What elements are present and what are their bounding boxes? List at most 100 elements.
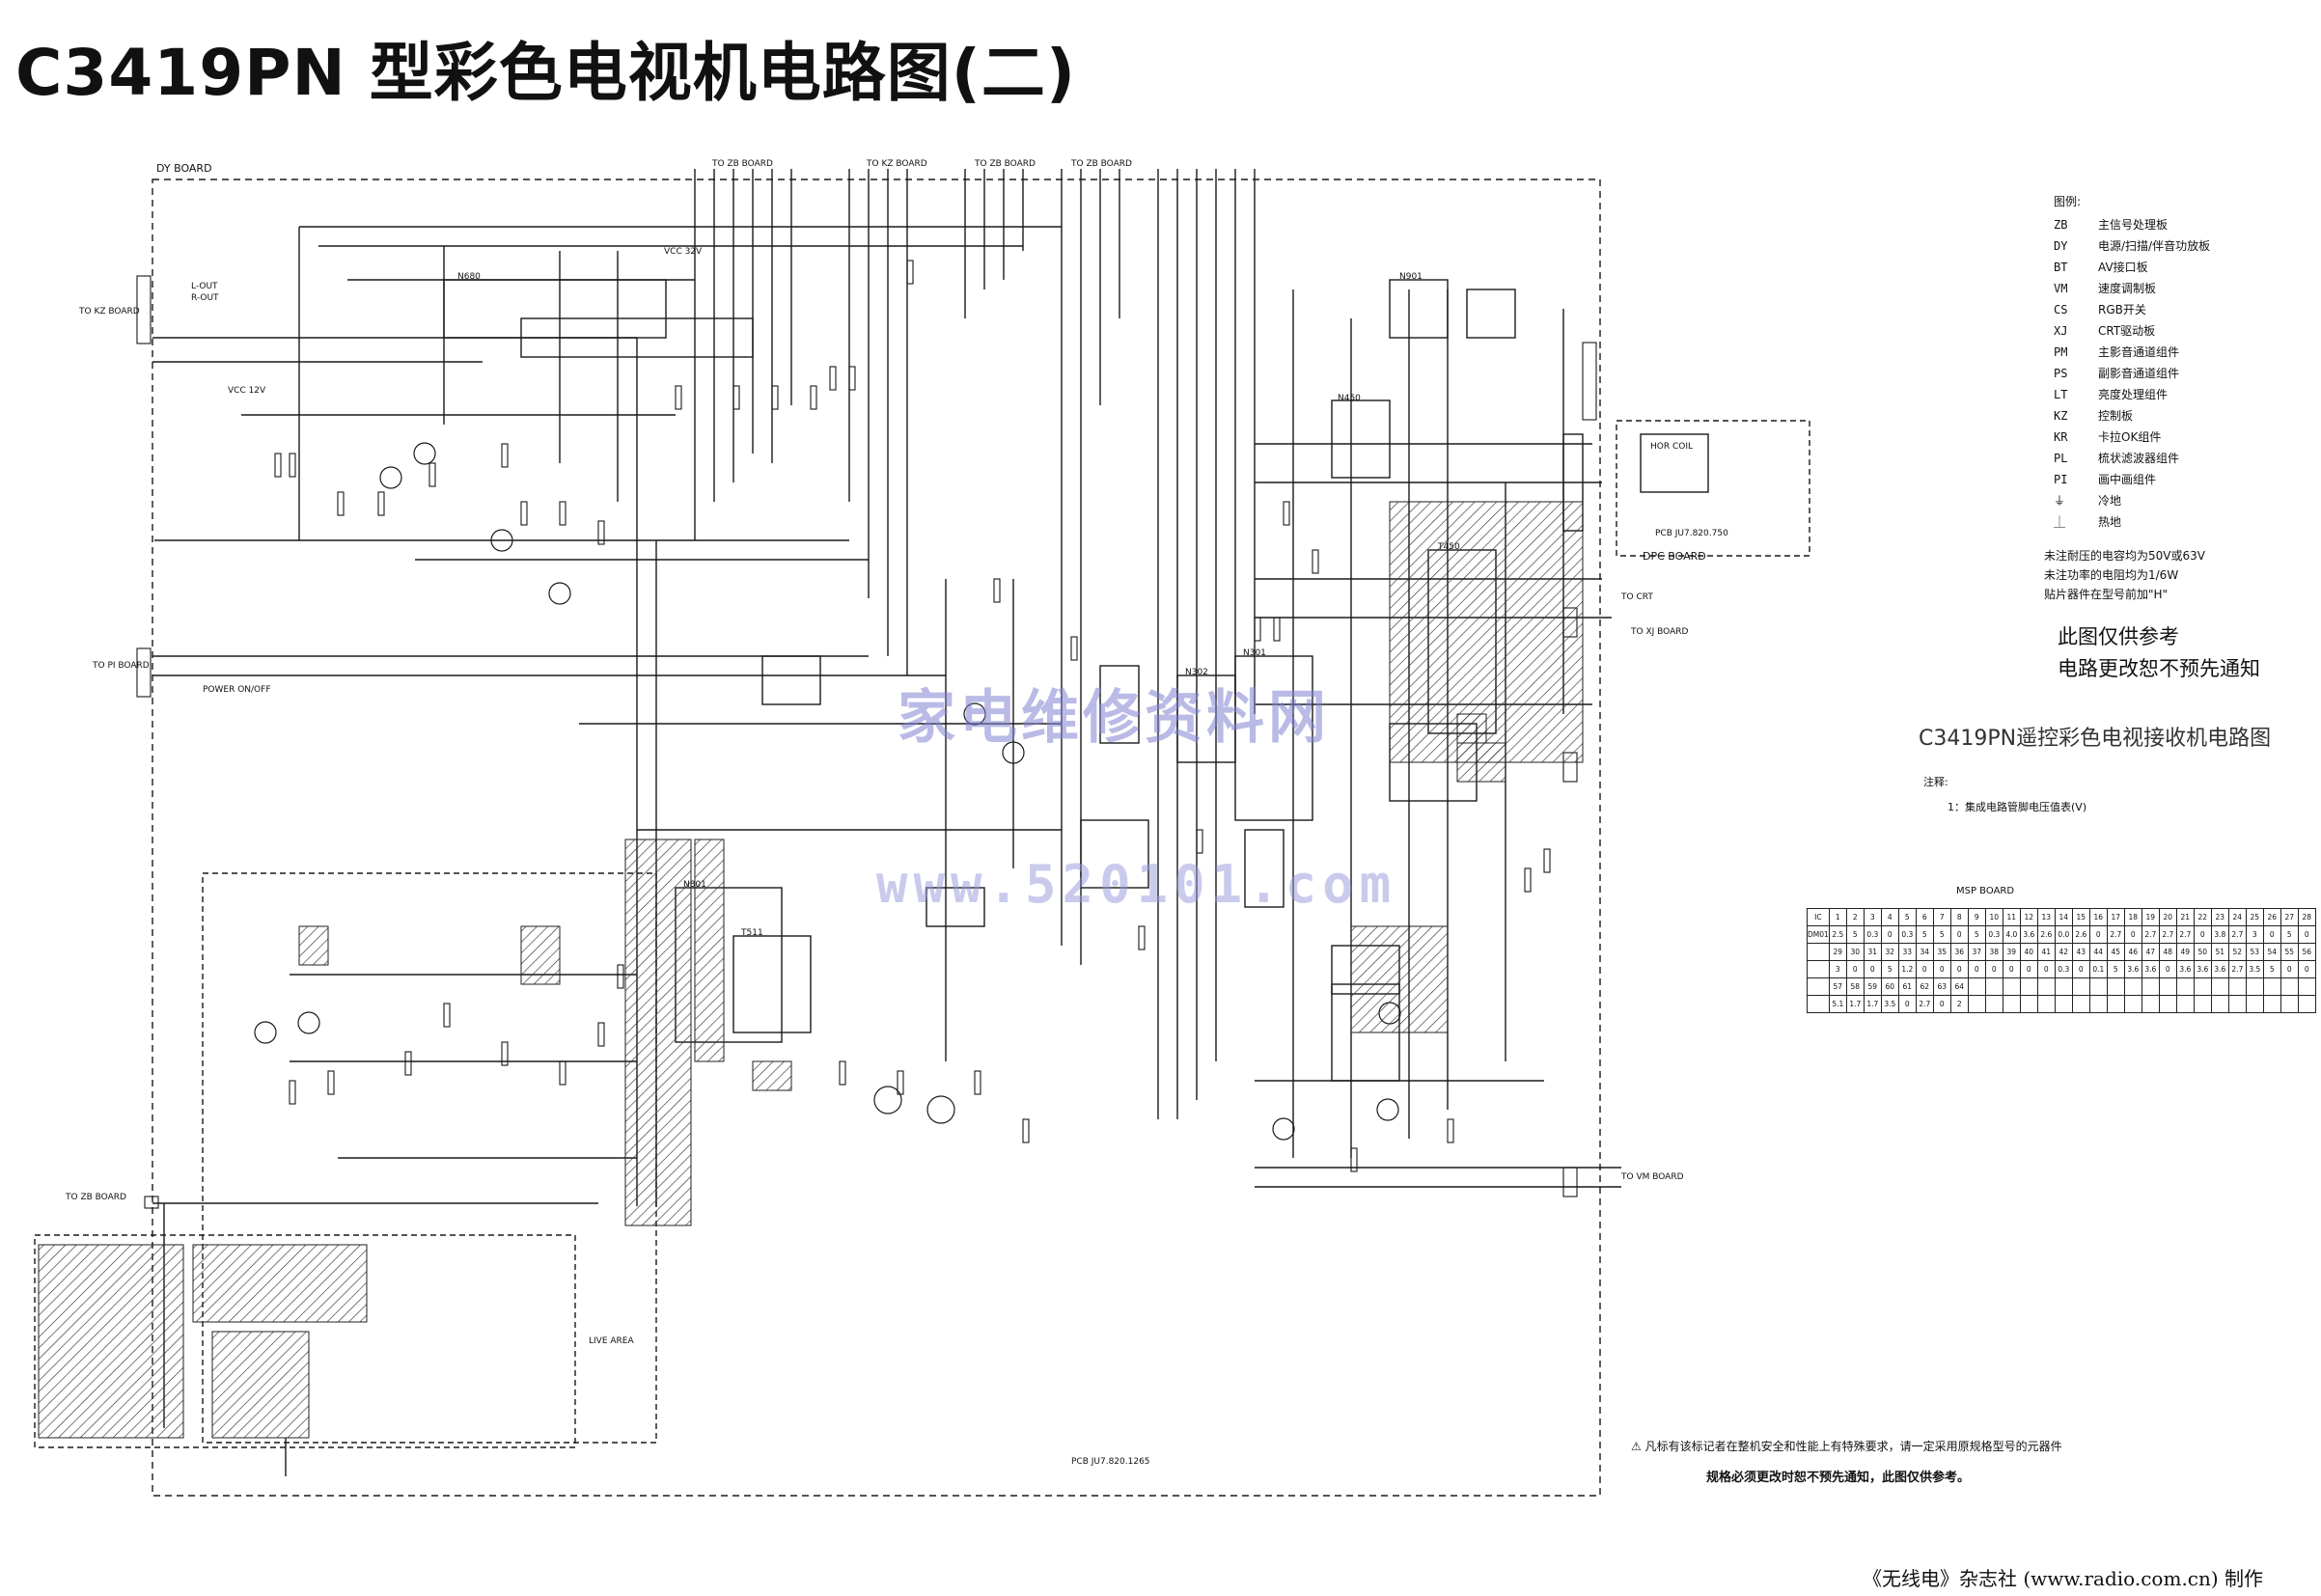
conn-to-pi: TO PI BOARD xyxy=(93,661,150,671)
voltage-table-cell xyxy=(2088,977,2108,996)
voltage-table-cell: 8 xyxy=(1949,908,1969,926)
conn-l-out: L-OUT xyxy=(191,282,218,291)
voltage-table-cell: 0 xyxy=(2088,925,2108,944)
conn-to-vm: TO VM BOARD xyxy=(1621,1172,1684,1182)
voltage-table-cell xyxy=(2019,977,2038,996)
voltage-table-cell: 56 xyxy=(2297,943,2316,961)
voltage-table-cell: 11 xyxy=(2002,908,2021,926)
voltage-table-cell: 0 xyxy=(1949,925,1969,944)
voltage-table-cell: 1.2 xyxy=(1897,960,1917,978)
legend-code: CS xyxy=(2054,303,2068,316)
legend-code: ZB xyxy=(2054,218,2068,232)
ref-ic-regulator: N901 xyxy=(1399,272,1423,282)
voltage-table-cell: 3.6 xyxy=(2141,960,2160,978)
voltage-table-cell: 40 xyxy=(2019,943,2038,961)
voltage-table-cell: 39 xyxy=(2002,943,2021,961)
voltage-table-cell: DM01 xyxy=(1807,925,1830,944)
voltage-table-cell: 0 xyxy=(1967,960,1986,978)
voltage-table-cell: 7 xyxy=(1932,908,1951,926)
voltage-table-cell: 10 xyxy=(1984,908,2003,926)
legend-item: ⏚冷地 xyxy=(2054,490,2210,511)
voltage-table-cell xyxy=(2141,977,2160,996)
voltage-table-cell: 0 xyxy=(2297,960,2316,978)
voltage-table-cell: 60 xyxy=(1880,977,1899,996)
voltage-table-cell: 3.6 xyxy=(2175,960,2195,978)
voltage-table-cell: 0 xyxy=(1863,960,1882,978)
hatched-area-3 xyxy=(38,1244,184,1439)
voltage-table-cell xyxy=(2297,995,2316,1013)
conn-to-zb-bottom: TO ZB BOARD xyxy=(66,1193,126,1202)
voltage-table-cell xyxy=(2106,977,2125,996)
voltage-table-cell: 0 xyxy=(2019,960,2038,978)
voltage-table-cell: 20 xyxy=(2158,908,2177,926)
voltage-table-cell: 0 xyxy=(2002,960,2021,978)
legend-code: PL xyxy=(2054,452,2068,465)
voltage-table-cell: 53 xyxy=(2245,943,2264,961)
disclaimer: 此图仅供参考 电路更改恕不预先通知 xyxy=(2058,621,2260,685)
voltage-table-cell: 5 xyxy=(1845,925,1865,944)
voltage-table-cell: 25 xyxy=(2245,908,2264,926)
voltage-table-cell: 45 xyxy=(2106,943,2125,961)
legend-code: PS xyxy=(2054,367,2068,380)
legend-code: VM xyxy=(2054,282,2068,295)
voltage-table-cell: 3.6 xyxy=(2019,925,2038,944)
legend-code: KZ xyxy=(2054,409,2068,423)
voltage-table-cell: 22 xyxy=(2193,908,2212,926)
voltage-table-cell xyxy=(2280,995,2299,1013)
voltage-table-cell: 0 xyxy=(1984,960,2003,978)
legend-desc: 画中画组件 xyxy=(2098,473,2157,486)
voltage-table-cell: 23 xyxy=(2210,908,2229,926)
voltage-table-cell: 38 xyxy=(1984,943,2003,961)
voltage-table-cell: 3.8 xyxy=(2210,925,2229,944)
voltage-table-cell: 12 xyxy=(2019,908,2038,926)
voltage-table-cell xyxy=(2071,977,2090,996)
legend-desc: 梳状滤波器组件 xyxy=(2098,452,2180,465)
voltage-table-cell: 13 xyxy=(2036,908,2056,926)
voltage-table-cell: 51 xyxy=(2210,943,2229,961)
voltage-table-cell: 2 xyxy=(1845,908,1865,926)
voltage-table-cell xyxy=(2175,977,2195,996)
dy-board-outline xyxy=(152,179,1601,1497)
legend-note-1: 未注耐压的电容均为50V或63V xyxy=(2044,549,2205,563)
voltage-table-cell xyxy=(2245,977,2264,996)
watermark-url: www.520101.com xyxy=(876,854,1397,915)
voltage-table-cell: 0 xyxy=(1932,995,1951,1013)
voltage-table-cell: 0.0 xyxy=(2054,925,2073,944)
voltage-table-cell: 4 xyxy=(1880,908,1899,926)
voltage-table-cell: 1 xyxy=(1828,908,1847,926)
ref-t-fbt: T450 xyxy=(1438,542,1460,552)
voltage-table-cell: 55 xyxy=(2280,943,2299,961)
legend-desc: RGB开关 xyxy=(2098,303,2146,316)
voltage-table-cell: 0 xyxy=(2297,925,2316,944)
publisher-credit: 《无线电》杂志社 (www.radio.com.cn) 制作 xyxy=(1863,1567,2264,1590)
voltage-table-cell xyxy=(2054,977,2073,996)
dpc-board-label: DPC BOARD xyxy=(1643,550,1706,563)
voltage-table-cell: 35 xyxy=(1932,943,1951,961)
ref-ic-ctrl: N302 xyxy=(1185,668,1208,677)
voltage-table-cell: 3 xyxy=(1828,960,1847,978)
legend-desc: 冷地 xyxy=(2098,494,2122,508)
voltage-table-cell xyxy=(2262,977,2281,996)
voltage-table-cell: 33 xyxy=(1897,943,1917,961)
voltage-table-cell xyxy=(1967,977,1986,996)
hatched-area-1 xyxy=(624,839,692,1226)
voltage-table-cell: 5 xyxy=(2106,960,2125,978)
voltage-table-cell xyxy=(1807,943,1830,961)
safety-note-2: 规格必须更改时恕不预先通知，此图仅供参考。 xyxy=(1706,1471,1971,1485)
voltage-table-cell xyxy=(2210,977,2229,996)
conn-to-xj: TO XJ BOARD xyxy=(1631,627,1689,637)
voltage-table-cell xyxy=(1967,995,1986,1013)
legend-desc: CRT驱动板 xyxy=(2098,324,2156,338)
diagram-caption: C3419PN遥控彩色电视接收机电路图 xyxy=(1919,727,2272,751)
voltage-table-cell: 47 xyxy=(2141,943,2160,961)
voltage-table-cell xyxy=(2123,995,2142,1013)
